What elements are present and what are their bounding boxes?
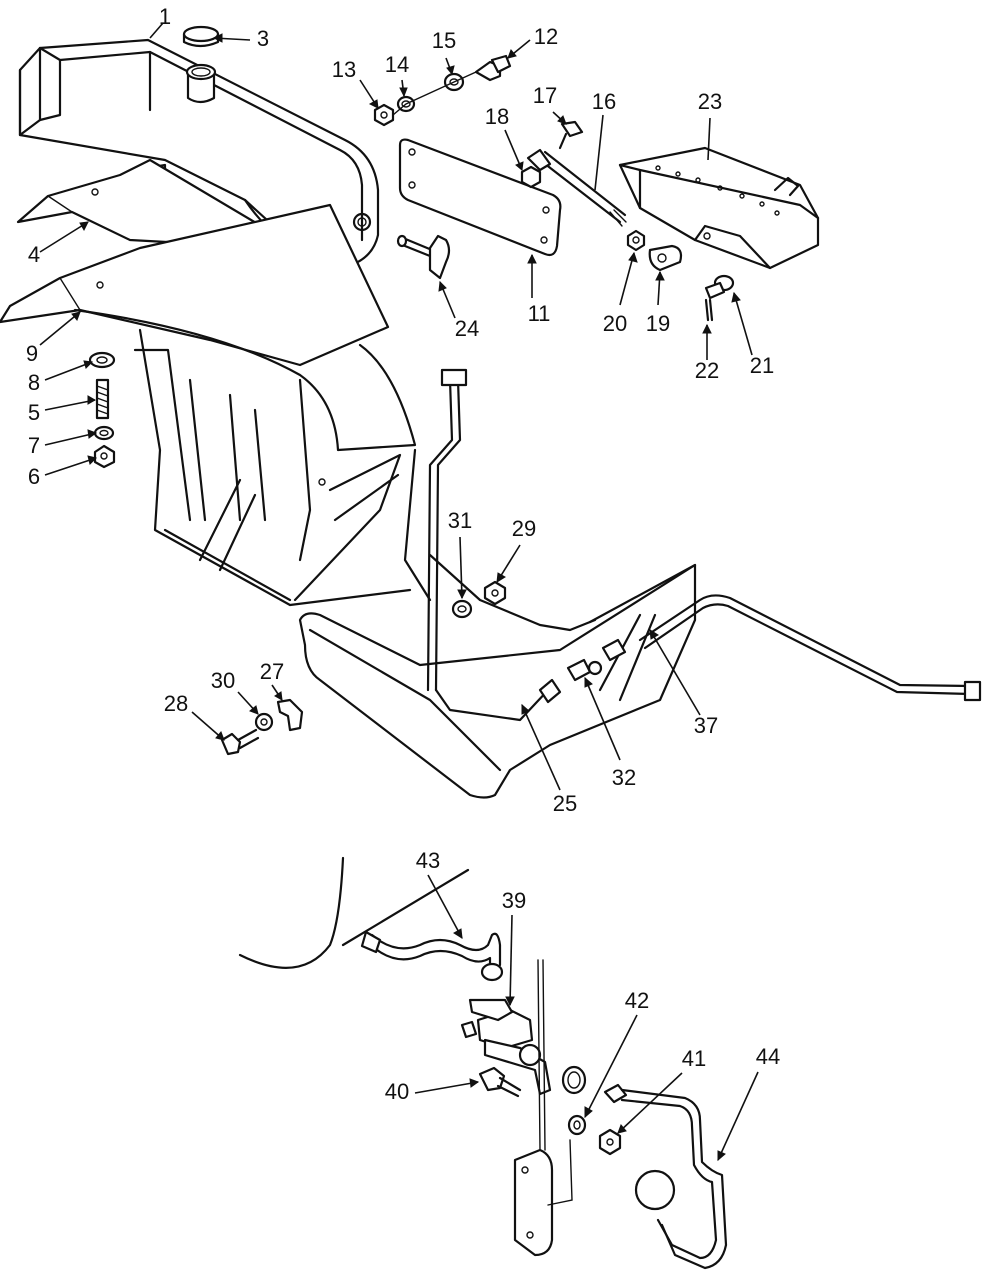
bolt-12	[474, 54, 512, 82]
tank-bottom-outline	[238, 856, 470, 969]
callout-27: 27	[260, 659, 284, 684]
assembly-line-12	[392, 71, 477, 116]
frame-edge-line	[537, 959, 546, 1151]
fuel-hose-43	[360, 930, 504, 982]
callout-28: 28	[164, 691, 188, 716]
callout-39: 39	[502, 888, 526, 913]
callout-labels: 1 3 4 5 6 7 8 9 11 12 13 14 15 16 17 18 …	[26, 4, 780, 1104]
leader-lines	[39, 22, 759, 1162]
o-ring	[561, 1065, 587, 1095]
callout-24: 24	[455, 316, 479, 341]
callout-13: 13	[332, 57, 356, 82]
callout-4: 4	[28, 242, 40, 267]
callout-15: 15	[432, 28, 456, 53]
callout-3: 3	[257, 26, 269, 51]
cotter-pin-22	[704, 298, 714, 322]
callout-42: 42	[625, 988, 649, 1013]
callout-16: 16	[592, 89, 616, 114]
bracket-plate	[398, 138, 562, 257]
nut-13	[373, 103, 395, 127]
callout-41: 41	[682, 1046, 706, 1071]
callout-7: 7	[28, 433, 40, 458]
callout-23: 23	[698, 89, 722, 114]
filler-neck	[185, 63, 217, 104]
callout-6: 6	[28, 464, 40, 489]
mounting-bracket	[618, 146, 820, 270]
bolt-28	[220, 728, 260, 756]
callout-21: 21	[750, 353, 774, 378]
nut-18	[520, 165, 542, 189]
callout-37: 37	[694, 713, 718, 738]
support-frame	[73, 308, 432, 607]
callout-5: 5	[28, 400, 40, 425]
fuel-line-44	[603, 1083, 728, 1270]
callout-11: 11	[528, 301, 551, 326]
callout-8: 8	[28, 370, 40, 395]
control-rod	[526, 148, 627, 227]
stud-5	[95, 378, 110, 420]
battery-tray	[298, 553, 697, 799]
callout-9: 9	[26, 341, 38, 366]
clip-27	[276, 698, 304, 732]
nut-41	[598, 1128, 622, 1156]
washer-42	[567, 1114, 587, 1136]
filler-cap	[182, 25, 220, 48]
nut-20	[626, 229, 646, 252]
callout-1: 1	[159, 4, 171, 29]
callout-19: 19	[646, 311, 670, 336]
callout-14: 14	[385, 52, 409, 77]
fitting-25	[538, 678, 562, 704]
bolt-17	[558, 120, 584, 150]
nut-29	[483, 580, 507, 606]
nut-6	[93, 444, 116, 469]
fitting-37-elbow	[601, 638, 627, 662]
callout-17: 17	[533, 83, 557, 108]
callout-29: 29	[512, 516, 536, 541]
fender-panel	[0, 203, 390, 367]
clevis-19	[648, 244, 683, 272]
washer-31	[451, 599, 473, 619]
fitting-32	[566, 658, 603, 682]
washer-8	[88, 351, 116, 369]
callout-43: 43	[416, 848, 440, 873]
callout-31: 31	[448, 508, 472, 533]
bolt-40	[478, 1066, 522, 1098]
pin-21	[704, 274, 735, 300]
callout-44: 44	[756, 1044, 780, 1069]
callout-12: 12	[534, 24, 558, 49]
callout-25: 25	[553, 791, 577, 816]
fuel-line-long	[638, 594, 982, 702]
fuel-valve-39	[460, 998, 552, 1096]
callout-40: 40	[385, 1079, 409, 1104]
t-handle	[396, 234, 451, 280]
callout-20: 20	[603, 311, 627, 336]
plate-lower	[513, 1139, 573, 1257]
fuel-line	[426, 368, 552, 722]
washer-30	[254, 712, 274, 732]
callout-22: 22	[695, 358, 719, 383]
callout-30: 30	[211, 668, 235, 693]
lock-washer-7	[93, 425, 115, 441]
callout-18: 18	[485, 104, 509, 129]
callout-32: 32	[612, 765, 636, 790]
